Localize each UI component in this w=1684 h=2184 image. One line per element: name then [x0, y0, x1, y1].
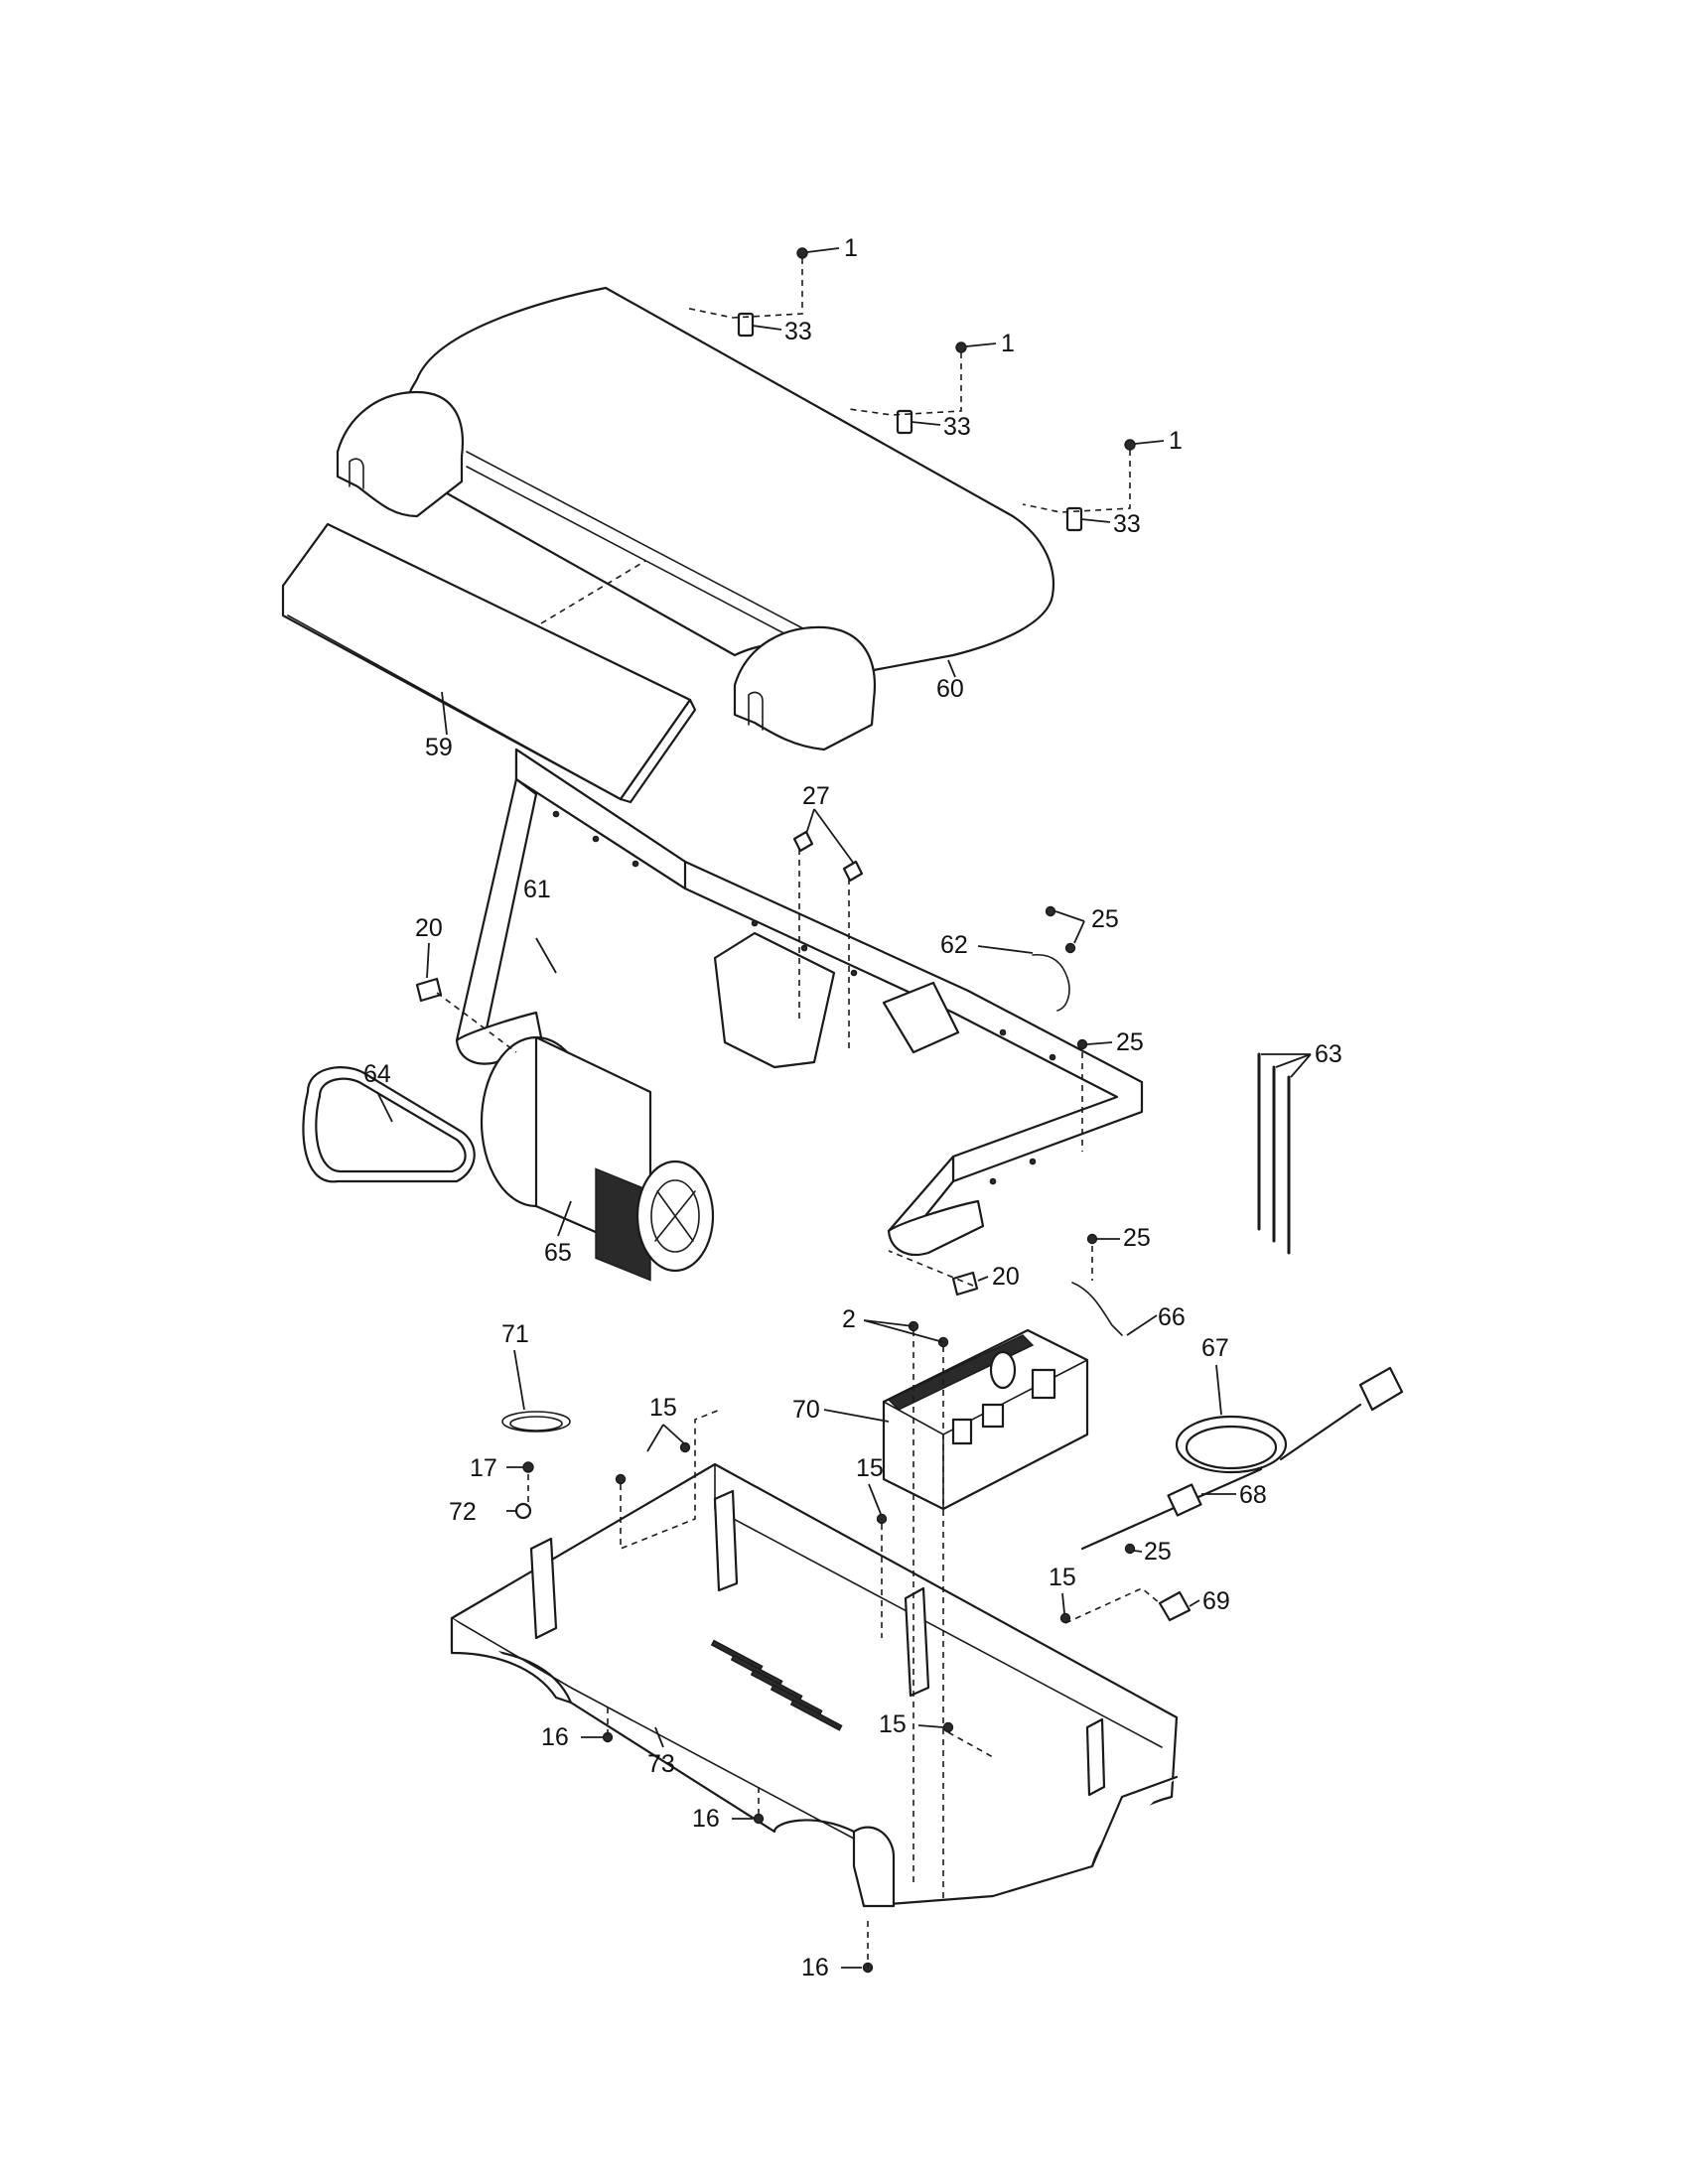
motor-hood-part: [336, 286, 1054, 751]
callout-15: 15: [1049, 1564, 1076, 1591]
callout-1: 1: [844, 234, 858, 262]
callout-33: 33: [784, 318, 812, 345]
callout-63: 63: [1315, 1040, 1342, 1068]
callout-72: 72: [449, 1498, 477, 1526]
callout-68: 68: [1239, 1481, 1267, 1509]
callout-33: 33: [943, 413, 971, 441]
callout-20: 20: [415, 914, 443, 942]
callout-61: 61: [523, 876, 551, 903]
callout-69: 69: [1202, 1587, 1230, 1615]
callout-17: 17: [470, 1454, 497, 1482]
callout-25: 25: [1116, 1028, 1144, 1056]
motor-hood-base-part: [450, 1462, 1179, 1908]
callout-15: 15: [649, 1394, 677, 1422]
hood-front-panel-part: [281, 522, 697, 804]
callout-65: 65: [544, 1239, 572, 1267]
callout-62: 62: [940, 931, 968, 959]
callout-1: 1: [1169, 427, 1183, 455]
callout-20: 20: [992, 1263, 1020, 1291]
controller-board-part: [882, 1328, 1089, 1511]
fastener-parts: [415, 247, 1404, 1974]
callout-labels: 1 1 1 33 33 33 59 60 27 61 20 25 62 25 6…: [363, 234, 1342, 1981]
callout-15: 15: [856, 1454, 884, 1482]
callout-59: 59: [425, 734, 453, 761]
callout-64: 64: [363, 1060, 391, 1088]
callout-25: 25: [1144, 1538, 1172, 1566]
callout-33: 33: [1113, 510, 1141, 538]
callout-67: 67: [1201, 1334, 1229, 1362]
motor-frame-part: [455, 748, 1144, 1257]
callout-71: 71: [501, 1320, 529, 1348]
callout-1: 1: [1001, 330, 1015, 357]
callout-16: 16: [541, 1723, 569, 1751]
drive-motor-part: [480, 1035, 715, 1282]
callout-25: 25: [1123, 1224, 1151, 1252]
callout-2: 2: [842, 1305, 856, 1333]
callout-16: 16: [692, 1805, 720, 1833]
drive-belt-part: [302, 1066, 476, 1183]
callout-70: 70: [792, 1396, 820, 1424]
callout-73: 73: [647, 1750, 675, 1778]
assembly-lines: [436, 258, 1161, 1968]
callout-16: 16: [801, 1954, 829, 1981]
callout-15: 15: [879, 1710, 907, 1738]
callout-27: 27: [802, 782, 830, 810]
callout-60: 60: [936, 675, 964, 703]
callout-66: 66: [1158, 1303, 1186, 1331]
callout-25: 25: [1091, 905, 1119, 933]
leader-lines: [376, 247, 1312, 1969]
